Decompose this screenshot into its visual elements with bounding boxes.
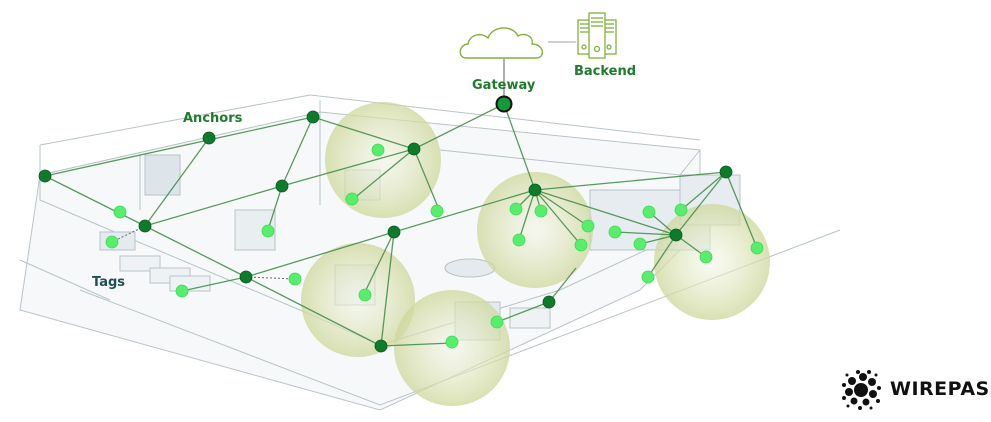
tag-node	[358, 288, 372, 302]
link	[518, 189, 536, 241]
tag-node	[512, 233, 526, 247]
tag-node	[490, 315, 504, 329]
anchor-node	[407, 142, 421, 156]
tag-node	[105, 235, 119, 249]
tag-node	[641, 270, 655, 284]
link	[534, 189, 677, 236]
tag-node	[674, 203, 688, 217]
link	[363, 231, 395, 295]
link	[380, 342, 453, 347]
cloud-icon	[459, 27, 543, 59]
anchors	[38, 110, 733, 353]
range-bubble	[325, 102, 441, 218]
mesh-links	[44, 103, 758, 347]
link	[181, 276, 247, 292]
tag-node	[445, 335, 459, 349]
tag-node	[345, 192, 359, 206]
tag-node	[113, 205, 127, 219]
link	[267, 185, 283, 231]
gateway-label: Gateway	[472, 78, 536, 93]
link	[380, 231, 395, 347]
tags	[105, 143, 764, 349]
tag-node	[633, 237, 647, 251]
tag-node	[371, 143, 385, 157]
link	[647, 234, 677, 278]
tag-node	[750, 241, 764, 255]
tag-node	[581, 219, 595, 233]
anchor-node	[387, 225, 401, 239]
tag-node	[288, 272, 302, 286]
anchor-node	[669, 228, 683, 242]
anchor-node	[374, 339, 388, 353]
server-icon	[577, 12, 617, 59]
gateway-node	[495, 95, 513, 113]
range-bubble	[654, 204, 770, 320]
anchors-label: Anchors	[183, 111, 243, 126]
tag-node	[608, 225, 622, 239]
tag-node	[261, 224, 275, 238]
anchor-node	[719, 165, 733, 179]
tag-links-dashed	[111, 225, 296, 280]
link	[413, 103, 505, 150]
link	[534, 171, 727, 191]
backend-label: Backend	[574, 64, 637, 79]
link	[675, 171, 727, 236]
link	[351, 148, 415, 201]
link	[503, 103, 536, 191]
tag-node	[509, 202, 523, 216]
tag-node	[534, 204, 548, 218]
brand-logo: WIREPAS	[838, 366, 990, 412]
tag-node	[430, 204, 444, 218]
link	[496, 301, 550, 323]
link	[614, 231, 677, 236]
anchor-node	[528, 183, 542, 197]
tag-node	[574, 238, 588, 252]
anchor-node	[239, 270, 253, 284]
wirepas-logo-icon	[842, 370, 881, 410]
link	[281, 116, 314, 187]
link	[534, 189, 582, 246]
link	[680, 171, 727, 211]
tag-node	[175, 284, 189, 298]
link	[725, 171, 758, 249]
tag-node	[699, 250, 713, 264]
range-bubble	[477, 172, 593, 288]
tags-label: Tags	[92, 275, 126, 290]
link	[534, 189, 589, 227]
anchor-node	[275, 179, 289, 193]
link	[548, 267, 577, 303]
anchor-node	[138, 219, 152, 233]
link	[44, 175, 146, 227]
link	[144, 137, 210, 227]
link	[413, 148, 441, 213]
anchor-node	[306, 110, 320, 124]
brand-name: WIREPAS	[890, 378, 990, 400]
anchor-node	[542, 295, 556, 309]
tag-node	[642, 205, 656, 219]
anchor-node	[38, 169, 52, 183]
range-bubble	[301, 243, 415, 357]
anchor-node	[202, 131, 216, 145]
